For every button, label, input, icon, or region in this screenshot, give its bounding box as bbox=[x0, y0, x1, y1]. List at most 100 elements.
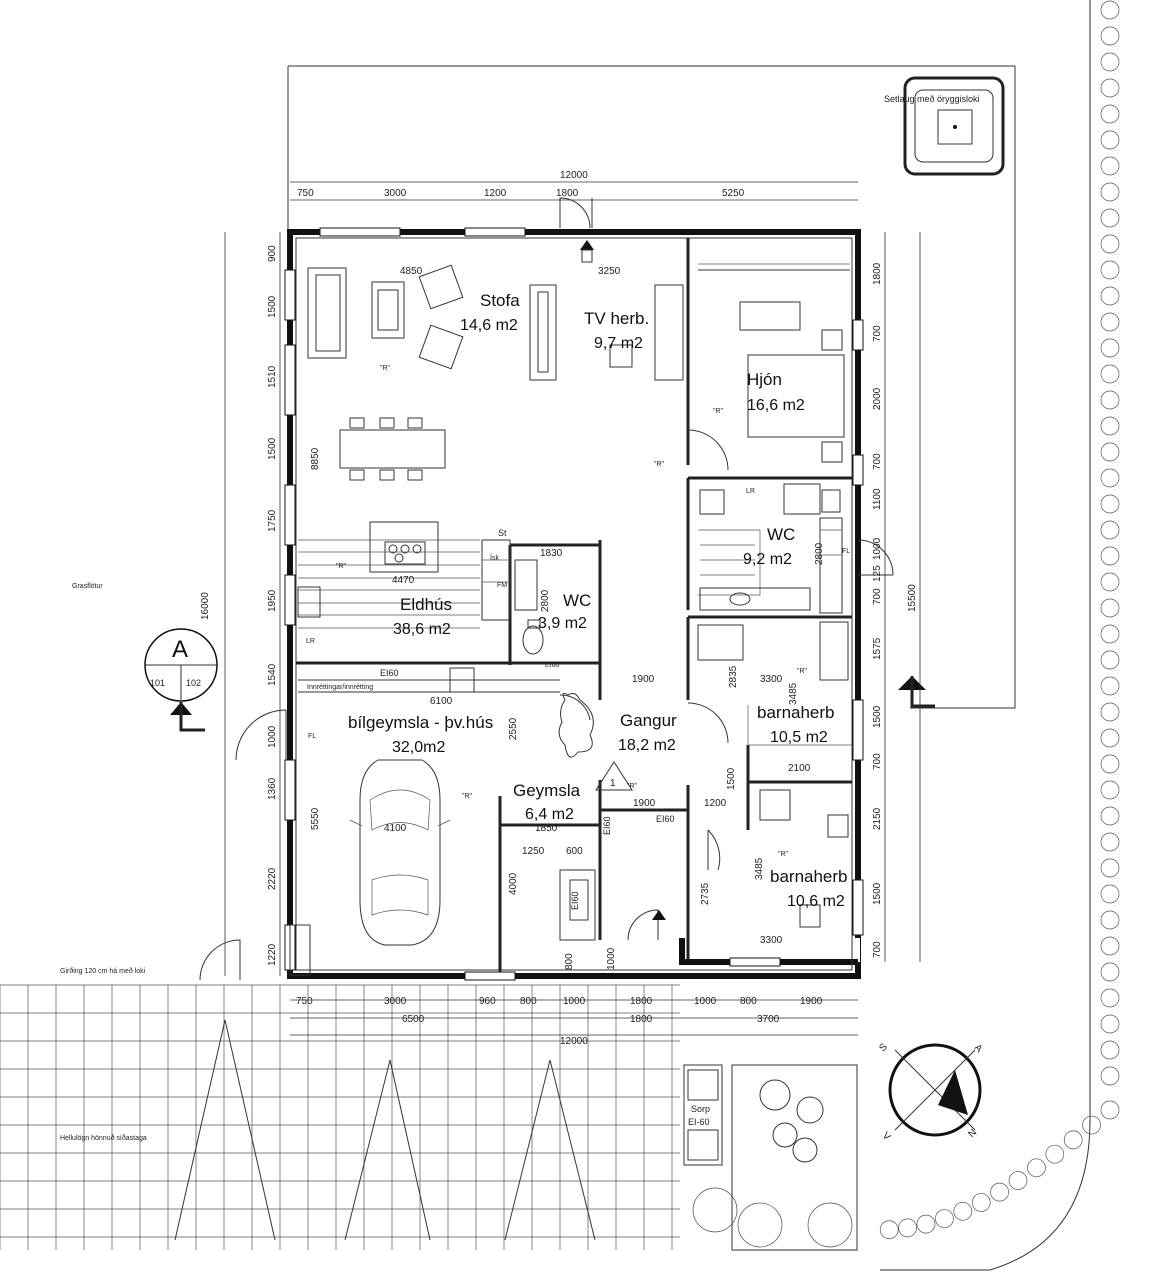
fence-label: Girðing 120 cm há með loki bbox=[60, 967, 146, 975]
room-gangur-area: 18,2 m2 bbox=[618, 737, 676, 754]
hedge-shrub bbox=[1100, 416, 1120, 436]
hedge-shrub bbox=[1100, 624, 1120, 644]
hot-tub bbox=[903, 76, 1005, 176]
hedge-shrub bbox=[1100, 208, 1120, 228]
dim-left-11: 1220 bbox=[267, 943, 278, 966]
dim-inner-c: 8850 bbox=[310, 447, 321, 470]
room-barnaherb1-name: barnaherb bbox=[757, 703, 835, 722]
ei60-label-3: EI60 bbox=[602, 816, 612, 835]
r-mark-2: "R" bbox=[654, 461, 665, 468]
dim-left-5: 1750 bbox=[267, 509, 278, 532]
dim-right-total: 15500 bbox=[907, 584, 918, 612]
r-mark-3: "R" bbox=[713, 408, 724, 415]
hedge-shrub bbox=[953, 1201, 973, 1221]
dim-left-7: 1540 bbox=[267, 663, 278, 686]
dim-bottom-6: 1800 bbox=[630, 996, 653, 1007]
dim-right-10: 1500 bbox=[872, 705, 883, 728]
dim-bottom-7: 1000 bbox=[694, 996, 717, 1007]
hedge-shrub bbox=[1100, 702, 1120, 722]
section-letter: A bbox=[172, 636, 188, 663]
inner-wall-line bbox=[295, 237, 853, 971]
hedge-shrub bbox=[1100, 754, 1120, 774]
dim-left-1: 900 bbox=[267, 245, 278, 262]
bedroom1-furniture bbox=[697, 621, 852, 746]
entry-arrows bbox=[580, 240, 666, 920]
ei60-label-2: EI60 bbox=[656, 814, 675, 824]
dim-inner-w: 800 bbox=[564, 953, 575, 970]
hedge-shrub bbox=[1063, 1130, 1083, 1150]
hedge-shrub bbox=[1100, 962, 1120, 982]
outer-wall-notch bbox=[679, 938, 858, 965]
room-wc-large-area: 9,2 m2 bbox=[743, 551, 792, 568]
dim-right-1: 1800 bbox=[872, 262, 883, 285]
dim-right-12: 2150 bbox=[872, 807, 883, 830]
dining-table bbox=[339, 417, 446, 481]
dim-bottom-8: 800 bbox=[740, 996, 757, 1007]
st-label: St bbox=[498, 528, 507, 538]
elevation-marker bbox=[595, 761, 633, 791]
dim-right-3: 2000 bbox=[872, 387, 883, 410]
innrett-label: Innréttingar/innrétting bbox=[307, 684, 373, 691]
paving-grid bbox=[0, 984, 680, 1250]
hedge-shrub bbox=[1100, 936, 1120, 956]
hedge-shrub bbox=[1100, 52, 1120, 72]
compass-a: A bbox=[972, 1042, 985, 1055]
small-wc-fixtures bbox=[514, 559, 544, 655]
lot-boundary bbox=[880, 0, 1091, 1271]
hedge-shrub bbox=[1100, 156, 1120, 176]
dim-inner-l: 3485 bbox=[788, 682, 799, 705]
dim-right-9: 1575 bbox=[872, 637, 883, 660]
dim-left-total: 16000 bbox=[200, 592, 211, 620]
hedge-shrub bbox=[1100, 832, 1120, 852]
room-bilgeymsla-area: 32,0m2 bbox=[392, 739, 445, 756]
r-mark-6: "R" bbox=[797, 668, 808, 675]
hedge-shrub bbox=[1100, 1066, 1120, 1086]
room-gangur-name: Gangur bbox=[620, 711, 677, 730]
bedroom2-furniture bbox=[759, 789, 849, 928]
ei60-label-1: EI60 bbox=[380, 668, 399, 678]
master-bedroom-furniture bbox=[698, 263, 850, 463]
dim-inner-h: 2550 bbox=[508, 717, 519, 740]
compass-n: N bbox=[966, 1127, 979, 1140]
dim-right-8: 700 bbox=[872, 588, 883, 605]
compass-v: V bbox=[880, 1130, 893, 1143]
car bbox=[349, 759, 451, 946]
dim-inner-g: 6100 bbox=[430, 696, 453, 707]
dim-right-7: 125 bbox=[872, 565, 883, 582]
hedge-shrub bbox=[1100, 780, 1120, 800]
storage-bins bbox=[683, 1064, 723, 1166]
room-geymsla-area: 6,4 m2 bbox=[525, 806, 574, 823]
garage-utilities bbox=[289, 667, 596, 976]
dim-inner-m: 2100 bbox=[788, 763, 811, 774]
interior-walls bbox=[296, 238, 852, 976]
dim-bottom-total: 12000 bbox=[560, 1036, 588, 1047]
lr-label-1: LR bbox=[306, 638, 315, 645]
hedge-shrub bbox=[1100, 390, 1120, 410]
dim-bottom-5: 1000 bbox=[563, 996, 586, 1007]
dim-right-11: 700 bbox=[872, 753, 883, 770]
hedge-shrub bbox=[1100, 234, 1120, 254]
dim-inner-f: 2800 bbox=[540, 589, 551, 612]
dim-inner-y: 2735 bbox=[700, 882, 711, 905]
hedge-shrub bbox=[1100, 572, 1120, 592]
dim-inner-n: 1500 bbox=[726, 767, 737, 790]
dim-right-13: 1500 bbox=[872, 882, 883, 905]
dim-inner-ab: 2800 bbox=[814, 542, 825, 565]
dim-left-6: 1950 bbox=[267, 589, 278, 612]
hedge-shrub bbox=[1100, 260, 1120, 280]
kitchen-furniture bbox=[297, 521, 511, 629]
dim-left-2: 1500 bbox=[267, 295, 278, 318]
hedge-shrub bbox=[1082, 1115, 1101, 1135]
dim-right-4: 700 bbox=[872, 453, 883, 470]
dim-bottom-r2c: 3700 bbox=[757, 1014, 780, 1025]
hedge-shrub bbox=[1100, 286, 1120, 306]
hedge-shrub bbox=[1100, 1014, 1120, 1034]
hedge-shrub bbox=[1100, 0, 1120, 20]
dim-top-total: 12000 bbox=[560, 170, 588, 181]
hedge-shrub bbox=[1100, 598, 1120, 618]
hedge-shrub bbox=[1100, 858, 1120, 878]
dim-inner-j: 2835 bbox=[728, 665, 739, 688]
dim-inner-aa: 3300 bbox=[760, 935, 783, 946]
hedge-shrub bbox=[1100, 338, 1120, 358]
dim-right-5: 1100 bbox=[872, 488, 883, 510]
